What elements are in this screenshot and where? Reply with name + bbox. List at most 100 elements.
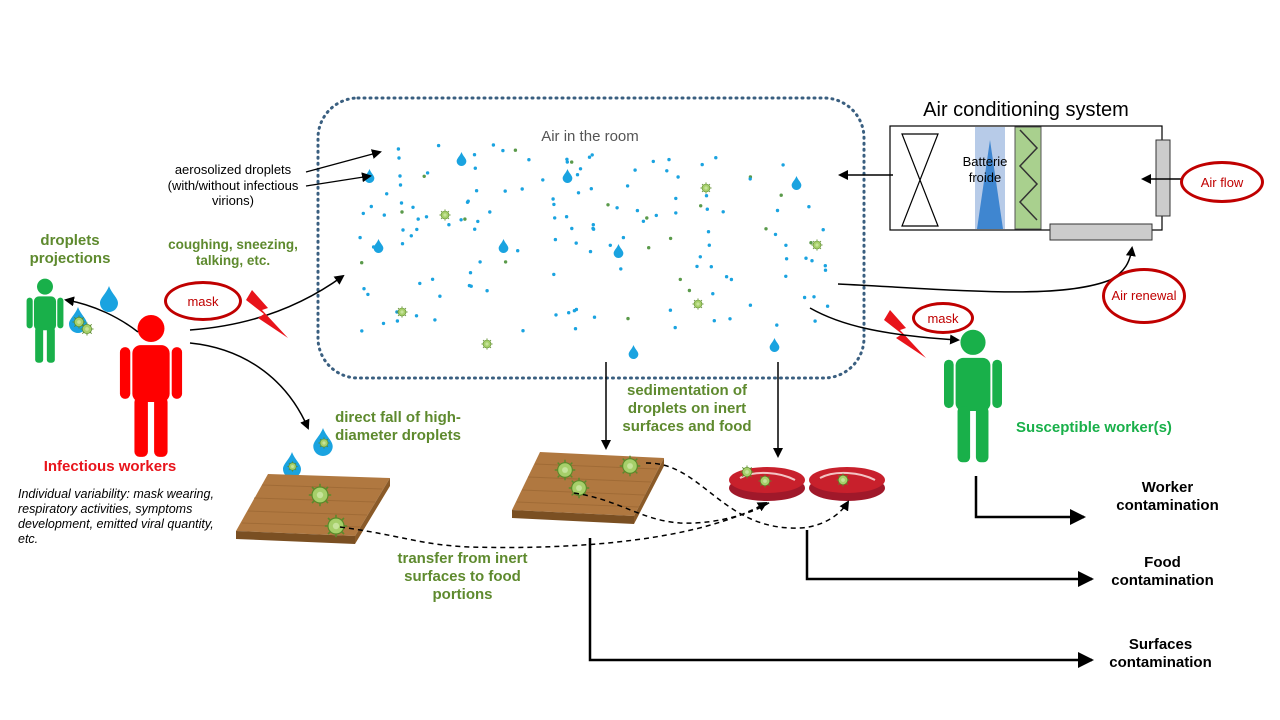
- aerosol-dot: [520, 187, 524, 191]
- air-renewal-label: Air renewal: [1102, 268, 1186, 324]
- aerosol-dot: [513, 148, 518, 152]
- food-portion: [729, 465, 805, 501]
- aerosol-dot: [465, 200, 470, 204]
- aerosol-dot: [416, 217, 420, 221]
- aerosol-dot: [626, 316, 630, 321]
- aerosol-dot: [553, 237, 558, 242]
- aerosol-dot: [810, 259, 814, 263]
- aerosol-dot: [591, 227, 596, 231]
- aerosol-dot: [709, 265, 713, 269]
- aerosol-dot: [641, 219, 646, 223]
- aerosol-dot: [503, 189, 507, 193]
- aerosol-dot: [565, 157, 569, 161]
- aerosol-dot: [474, 189, 479, 193]
- aerosol-dot: [415, 227, 419, 232]
- aerosol-dot: [773, 232, 778, 237]
- aerosol-dot: [651, 159, 655, 164]
- lightning-icon: [246, 290, 288, 338]
- aerosol-dot: [362, 287, 366, 291]
- aerosol-dot: [728, 317, 732, 321]
- aerosol-dot: [521, 329, 525, 333]
- batterie-label: Batterie froide: [962, 154, 1008, 185]
- aerosol-dot: [576, 191, 581, 195]
- aerosol-dot: [625, 184, 630, 188]
- aerosol-dot: [721, 210, 725, 214]
- aerosol-dot: [436, 143, 441, 148]
- aerosol-dot: [430, 277, 435, 281]
- aerosol-dot: [398, 183, 403, 187]
- fan-icon: [901, 133, 939, 227]
- filter: [1014, 126, 1042, 230]
- aerosol-dot: [606, 203, 610, 207]
- aerosol-dot: [647, 246, 651, 250]
- aerosol-dot: [361, 211, 365, 216]
- aerosol-dot: [608, 243, 612, 247]
- aerosol-dot: [574, 307, 579, 312]
- aerosol-label: aerosolized droplets (with/without infec…: [167, 162, 299, 209]
- aerosol-dot: [501, 148, 505, 153]
- aerosol-dot: [422, 174, 426, 178]
- aerosol-dot: [775, 323, 779, 327]
- lightning-icon: [884, 310, 926, 358]
- aerosol-dot: [424, 215, 429, 219]
- room-viruses: [396, 182, 823, 350]
- room-boundary: [316, 96, 866, 380]
- surfaces-contamination-label: Surfaces contamination: [1109, 636, 1212, 671]
- ac-title: Air conditioning system: [923, 99, 1129, 121]
- aerosol-dot: [748, 303, 753, 307]
- aerosol-dot: [385, 192, 389, 196]
- aerosol-dot: [400, 242, 405, 246]
- aerosol-dot: [635, 208, 640, 213]
- aerosol-dot: [398, 174, 402, 178]
- aerosol-dot: [812, 295, 816, 299]
- aerosol-dot: [821, 228, 825, 232]
- air-flow-label: Air flow: [1180, 161, 1264, 203]
- aerosol-dot: [784, 243, 788, 247]
- aerosol-dot: [369, 204, 373, 209]
- aerosol-dot: [592, 315, 597, 319]
- aerosol-dot: [411, 205, 415, 209]
- nearby-worker-figure: [26, 278, 64, 363]
- aerosol-dot: [527, 158, 531, 162]
- aerosol-dot: [570, 226, 574, 231]
- aerosol-dot: [807, 205, 811, 209]
- aerosol-dot: [433, 318, 437, 322]
- aerosol-dot: [667, 157, 671, 162]
- aerosol-dot: [619, 267, 623, 271]
- aerosol-dot: [645, 216, 649, 220]
- coughing-label: coughing, sneezing, talking, etc.: [168, 237, 298, 269]
- aerosol-dot: [711, 292, 715, 296]
- aerosol-dot: [503, 260, 508, 264]
- aerosol-dot: [764, 227, 768, 231]
- aerosol-dot: [552, 272, 556, 277]
- aerosol-dot: [823, 264, 827, 268]
- aerosol-dot: [809, 241, 813, 245]
- aerosol-dot: [705, 207, 709, 211]
- aerosol-dot: [473, 227, 477, 231]
- aerosol-dot: [541, 178, 545, 182]
- aerosol-dot: [668, 236, 673, 241]
- aerosol-dot: [551, 197, 555, 201]
- aerosol-dot: [358, 235, 362, 240]
- aerosol-dot: [615, 206, 619, 210]
- mask-label-infectious: mask: [164, 281, 242, 321]
- aerosol-dot: [823, 268, 828, 272]
- aerosol-dot: [813, 319, 817, 323]
- aerosol-dot: [565, 160, 569, 164]
- cutting-board: [236, 474, 390, 536]
- aerosol-particles: [358, 143, 830, 333]
- aerosol-dot: [575, 173, 580, 177]
- room-droplets: [364, 152, 802, 359]
- aerosol-dot: [395, 319, 400, 323]
- aerosol-dot: [554, 313, 558, 317]
- aerosol-dot: [668, 308, 673, 312]
- aerosol-dot: [695, 264, 699, 269]
- aerosol-dot: [459, 218, 463, 222]
- aerosol-dot: [784, 257, 789, 261]
- aerosol-dot: [781, 163, 785, 167]
- aerosol-dot: [400, 210, 404, 214]
- aerosol-dot: [706, 230, 711, 234]
- aerosol-dot: [665, 169, 669, 173]
- aerosol-dot: [381, 321, 386, 326]
